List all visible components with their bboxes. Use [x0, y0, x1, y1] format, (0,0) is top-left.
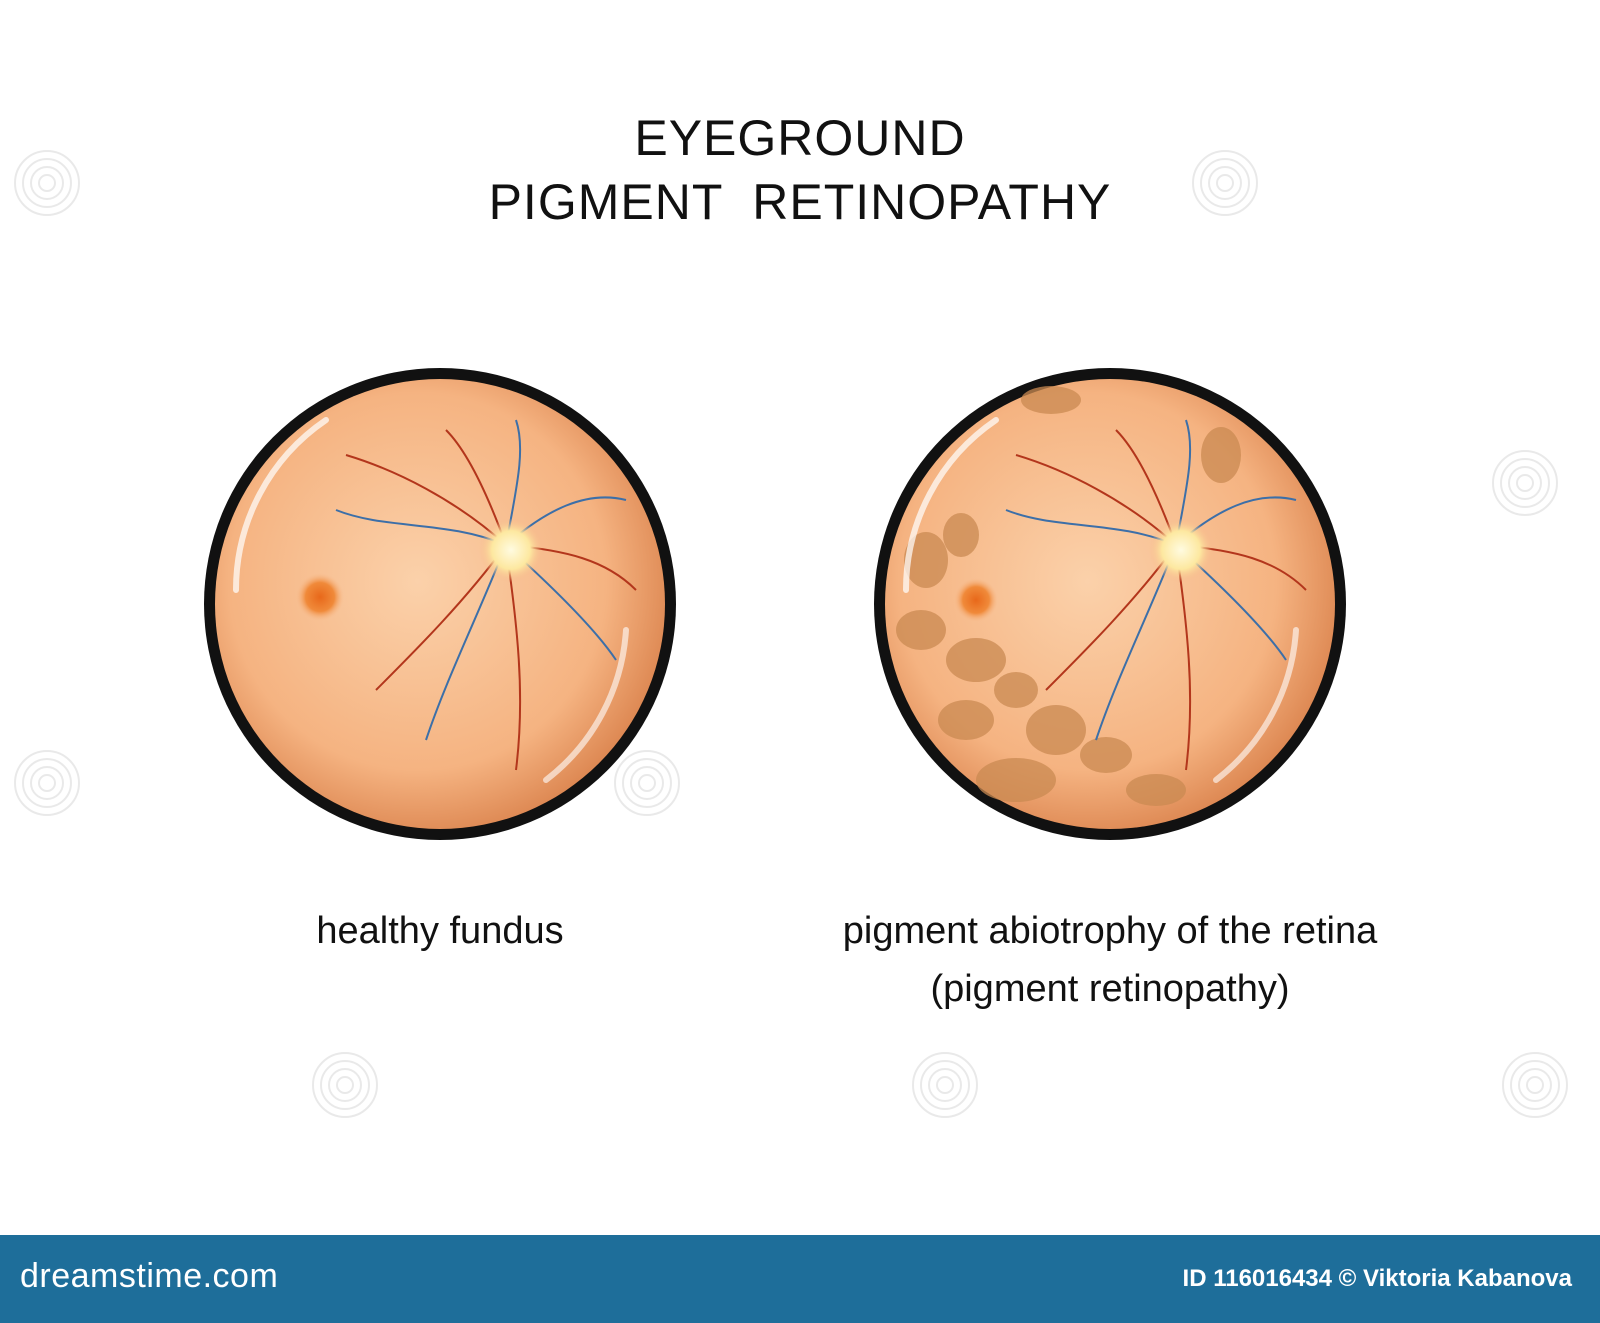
page-title-line-2-text: PIGMENT RETINOPATHY: [488, 174, 1112, 230]
fundus-background: [885, 379, 1335, 829]
swirl-icon: [1492, 450, 1558, 516]
swirl-icon: [14, 150, 80, 216]
diseased-fundus-svg: [874, 368, 1346, 840]
swirl-icon: [14, 750, 80, 816]
optic-disc: [1149, 518, 1213, 582]
pigment-retinopathy-caption: pigment abiotrophy of the retina (pigmen…: [780, 902, 1440, 1018]
macula: [954, 578, 998, 622]
swirl-icon: [912, 1052, 978, 1118]
swirl-icon: [614, 750, 680, 816]
healthy-fundus-caption: healthy fundus: [196, 902, 684, 960]
healthy-fundus-illustration: [196, 360, 684, 848]
healthy-fundus-svg: [204, 368, 676, 840]
macula: [296, 573, 344, 621]
page-title-line-2: PIGMENT RETINOPATHY: [0, 172, 1600, 232]
image-credit: ID 116016434 © Viktoria Kabanova: [1182, 1265, 1572, 1292]
footer-bar: dreamstime.com ID 116016434 © Viktoria K…: [0, 1235, 1600, 1323]
fundus-background: [215, 379, 665, 829]
optic-disc: [479, 518, 543, 582]
swirl-icon: [1192, 150, 1258, 216]
pigment-retinopathy-fundus-illustration: [866, 360, 1354, 848]
swirl-icon: [1502, 1052, 1568, 1118]
swirl-icon: [312, 1052, 378, 1118]
caption-line: (pigment retinopathy): [930, 968, 1290, 1010]
caption-line: pigment abiotrophy of the retina: [842, 910, 1378, 952]
page-title-line-1: EYEGROUND: [634, 110, 966, 166]
dreamstime-logo[interactable]: dreamstime.com: [20, 1257, 279, 1295]
pigment-patches: [896, 386, 1241, 806]
caption-line: healthy fundus: [316, 910, 564, 952]
